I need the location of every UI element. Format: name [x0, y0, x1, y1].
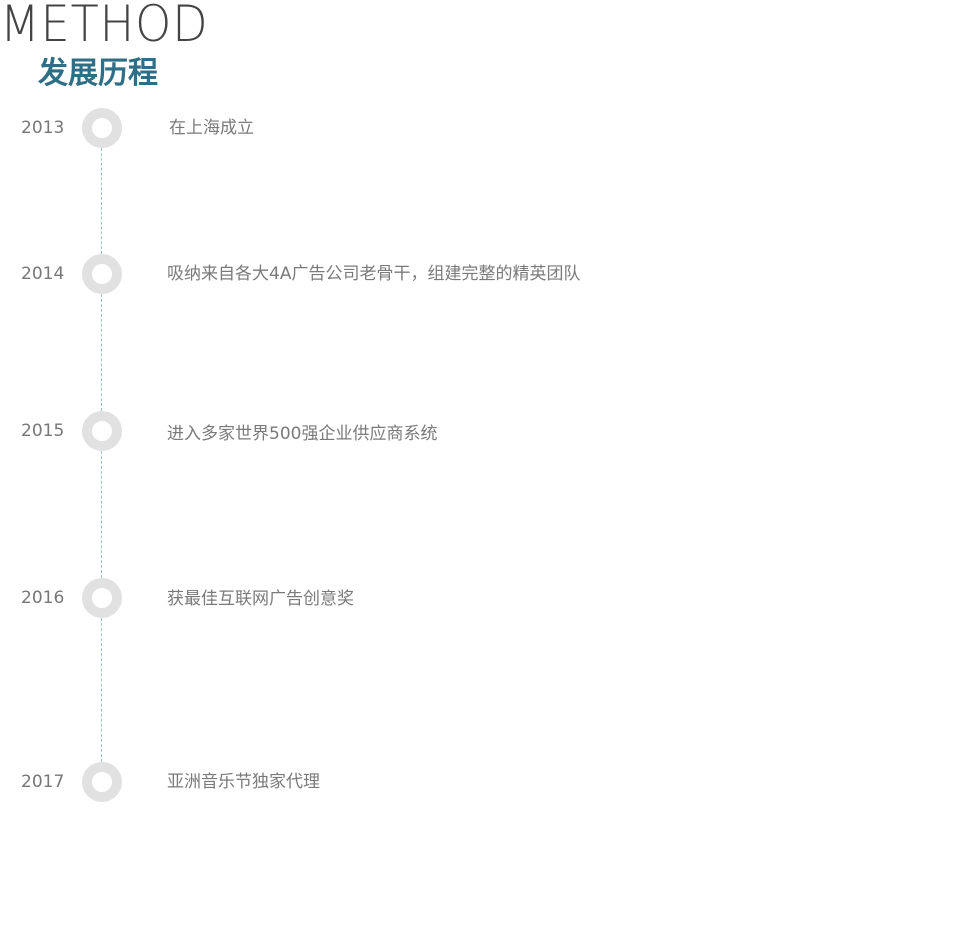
timeline-item: 2016 获最佳互联网广告创意奖	[0, 578, 953, 618]
section-title-cn: 发展历程	[38, 56, 158, 91]
timeline-description: 在上海成立	[169, 118, 254, 138]
timeline-year: 2015	[21, 421, 65, 441]
timeline-item: 2015 进入多家世界500强企业供应商系统	[0, 411, 953, 451]
timeline-dot-icon	[82, 108, 122, 148]
timeline-dot-icon	[82, 254, 122, 294]
timeline-connector	[101, 618, 102, 762]
timeline-connector	[101, 451, 102, 578]
timeline-description: 进入多家世界500强企业供应商系统	[167, 424, 438, 444]
timeline-year: 2013	[21, 118, 65, 138]
timeline-description: 吸纳来自各大4A广告公司老骨干，组建完整的精英团队	[167, 264, 581, 284]
timeline-dot-icon	[82, 578, 122, 618]
timeline-dot-icon	[82, 411, 122, 451]
timeline-year: 2017	[21, 772, 65, 792]
timeline-dot-icon	[82, 762, 122, 802]
timeline-description: 获最佳互联网广告创意奖	[167, 589, 354, 609]
timeline-description: 亚洲音乐节独家代理	[167, 772, 320, 792]
section-title-en: METHOD	[0, 0, 209, 53]
timeline-connector	[101, 148, 102, 254]
timeline-connector	[101, 294, 102, 411]
timeline-item: 2014 吸纳来自各大4A广告公司老骨干，组建完整的精英团队	[0, 254, 953, 294]
timeline-item: 2013 在上海成立	[0, 108, 953, 148]
timeline-year: 2014	[21, 264, 65, 284]
timeline-year: 2016	[21, 588, 65, 608]
timeline-item: 2017 亚洲音乐节独家代理	[0, 762, 953, 802]
